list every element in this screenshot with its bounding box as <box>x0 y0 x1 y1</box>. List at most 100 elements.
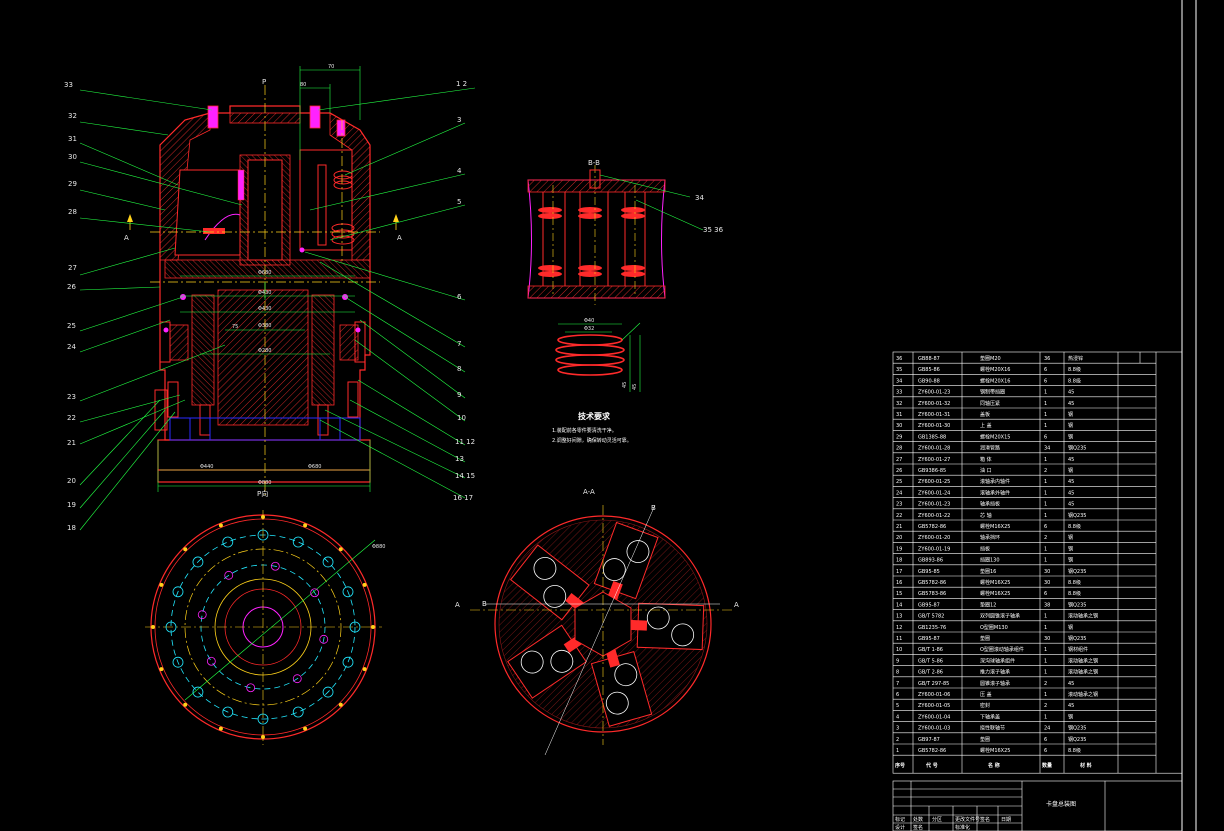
parts-table-cell: ZY600-01-19 <box>918 546 950 552</box>
parts-table-cell: 30 <box>896 423 902 429</box>
parts-table-cell: ZY600-01-20 <box>918 535 950 541</box>
view-p-inner-bolt-icon <box>310 588 320 598</box>
label-1-2: 1 2 <box>456 80 467 88</box>
parts-table-cell: 滚动轴承之钢 <box>1068 657 1098 664</box>
section-aa: A-A A B A B <box>455 488 739 756</box>
view-p-outer-bolt-icon <box>192 556 204 568</box>
view-p-rim-mark-icon <box>362 582 367 587</box>
view-p-outer-bolt-icon <box>222 536 234 548</box>
parts-table-cell: 8.8级 <box>1068 523 1081 530</box>
view-p-inner-bolt-icon <box>197 610 207 620</box>
parts-table-header-cell: 代 号 <box>925 762 938 769</box>
view-p-rim-mark-icon <box>151 625 155 629</box>
parts-table-cell: 14 <box>896 602 902 608</box>
view-p-outer-bolt-icon <box>192 686 204 698</box>
parts-table-cell: 螺栓M20X15 <box>980 433 1010 440</box>
parts-table-cell: 1 <box>896 748 899 754</box>
label-6: 6 <box>457 293 462 301</box>
parts-table-cell: 45 <box>1068 457 1074 463</box>
parts-table-cell: ZY600-01-25 <box>918 479 950 485</box>
tb-r1-c6: 日期 <box>1001 817 1011 823</box>
parts-table-cell: 1 <box>1044 670 1047 676</box>
section-aa-title: A-A <box>583 488 595 496</box>
parts-table-cell: 螺栓M16X25 <box>980 523 1010 530</box>
parts-table-cell: 22 <box>896 513 902 519</box>
label-25: 25 <box>67 322 76 330</box>
parts-table-cell: 31 <box>896 412 902 418</box>
parts-table-cell: 34 <box>896 378 902 384</box>
parts-table-cell: 芯 轴 <box>980 512 992 519</box>
parts-table-cell: 16 <box>896 580 902 586</box>
parts-table-cell: 24 <box>1044 726 1050 732</box>
parts-table-cell: 36 <box>896 356 902 362</box>
view-p-rim-mark-icon <box>303 726 308 731</box>
parts-table-cell: 钢Q235 <box>1068 601 1086 608</box>
parts-table-cell: 13 <box>896 614 902 620</box>
parts-table-cell: 24 <box>896 490 902 496</box>
parts-table-cell: 螺栓M16X25 <box>980 579 1010 586</box>
label-20: 20 <box>67 477 76 485</box>
parts-table-cell: ZY600-01-30 <box>918 423 950 429</box>
detail-dim-3: 45 <box>622 382 628 388</box>
parts-table-cell: 垫圈12 <box>980 601 996 608</box>
parts-table-cell: GB/T 5-86 <box>918 658 943 664</box>
parts-table-cell: GB5782-86 <box>918 748 946 754</box>
parts-table-cell: 钢 <box>1068 624 1073 631</box>
parts-table-cell: 钢 <box>1068 713 1073 720</box>
parts-table-cell: 螺栓M16X25 <box>980 590 1010 597</box>
view-p-inner-bolt-icon <box>292 674 302 684</box>
view-p-rim-mark-icon <box>261 735 265 739</box>
view-p-rim-mark-icon <box>338 547 343 552</box>
view-p-rim-mark-icon <box>338 702 343 707</box>
parts-table-cell: 钢Q235 <box>1068 736 1086 743</box>
parts-table-cell: 4 <box>896 714 899 720</box>
parts-table-cell: 35 <box>896 367 902 373</box>
view-p-outer-bolt-icon <box>222 706 234 718</box>
parts-table-cell: 1 <box>1044 558 1047 564</box>
parts-table-cell: ZY600-01-24 <box>918 490 950 496</box>
tech-req-title: 技术要求 <box>578 411 611 421</box>
parts-table-cell: 8.8级 <box>1068 579 1081 586</box>
view-p-rim-mark-icon <box>183 702 188 707</box>
tb-r1-c3: 分区 <box>932 816 942 823</box>
parts-table-cell: 钢Q235 <box>1068 635 1086 642</box>
label-11-12: 11 12 <box>455 438 475 446</box>
tb-r2-c2: 签名 <box>913 824 923 831</box>
section-bb: B-B 34 35 36 <box>527 159 724 305</box>
parts-table-cell: 45 <box>1068 502 1074 508</box>
view-p-rim-mark-icon <box>159 667 164 672</box>
label-3: 3 <box>457 116 461 124</box>
parts-table-cell: 钢 <box>1068 411 1073 418</box>
parts-table-cell: GB88-87 <box>918 356 940 362</box>
parts-table-cell: 8 <box>896 670 899 676</box>
parts-table-cell: 油 口 <box>980 467 992 474</box>
parts-table-cell: 轴承挡板 <box>980 501 1000 508</box>
label-4: 4 <box>457 167 462 175</box>
parts-table-cell: 15 <box>896 591 902 597</box>
parts-table-cell: 2 <box>1044 468 1047 474</box>
parts-table-cell: GB97-87 <box>918 737 940 743</box>
parts-table-cell: GB/T 5782 <box>918 614 944 620</box>
parts-table-cell: 1 <box>1044 546 1047 552</box>
view-p-rim-mark-icon <box>183 547 188 552</box>
parts-table-cell: 下轴承盖 <box>980 713 1000 720</box>
label-16-17: 16 17 <box>453 494 473 502</box>
parts-table-cell: 润滑管路 <box>980 445 1000 452</box>
label-23: 23 <box>67 393 76 401</box>
parts-table-cell: ZY600-01-23 <box>918 390 950 396</box>
label-35-36: 35 36 <box>703 226 724 234</box>
view-p-inner-bolt-icon <box>224 570 234 580</box>
parts-table-cell: 滚轴承外轴件 <box>980 489 1010 496</box>
view-p-rim-mark-icon <box>218 523 223 528</box>
parts-table-cell: 1 <box>1044 479 1047 485</box>
label-13: 13 <box>455 455 464 463</box>
parts-table-cell: 1 <box>1044 490 1047 496</box>
aa-mark-b-left: B <box>482 600 487 608</box>
view-p-outer-bolt-icon <box>257 529 269 541</box>
parts-table-cell: 6 <box>1044 378 1047 384</box>
label-19: 19 <box>67 501 76 509</box>
section-mark-a-right: A <box>397 234 402 242</box>
tb-r2-c4: 标准化 <box>955 824 970 831</box>
label-29: 29 <box>68 180 77 188</box>
